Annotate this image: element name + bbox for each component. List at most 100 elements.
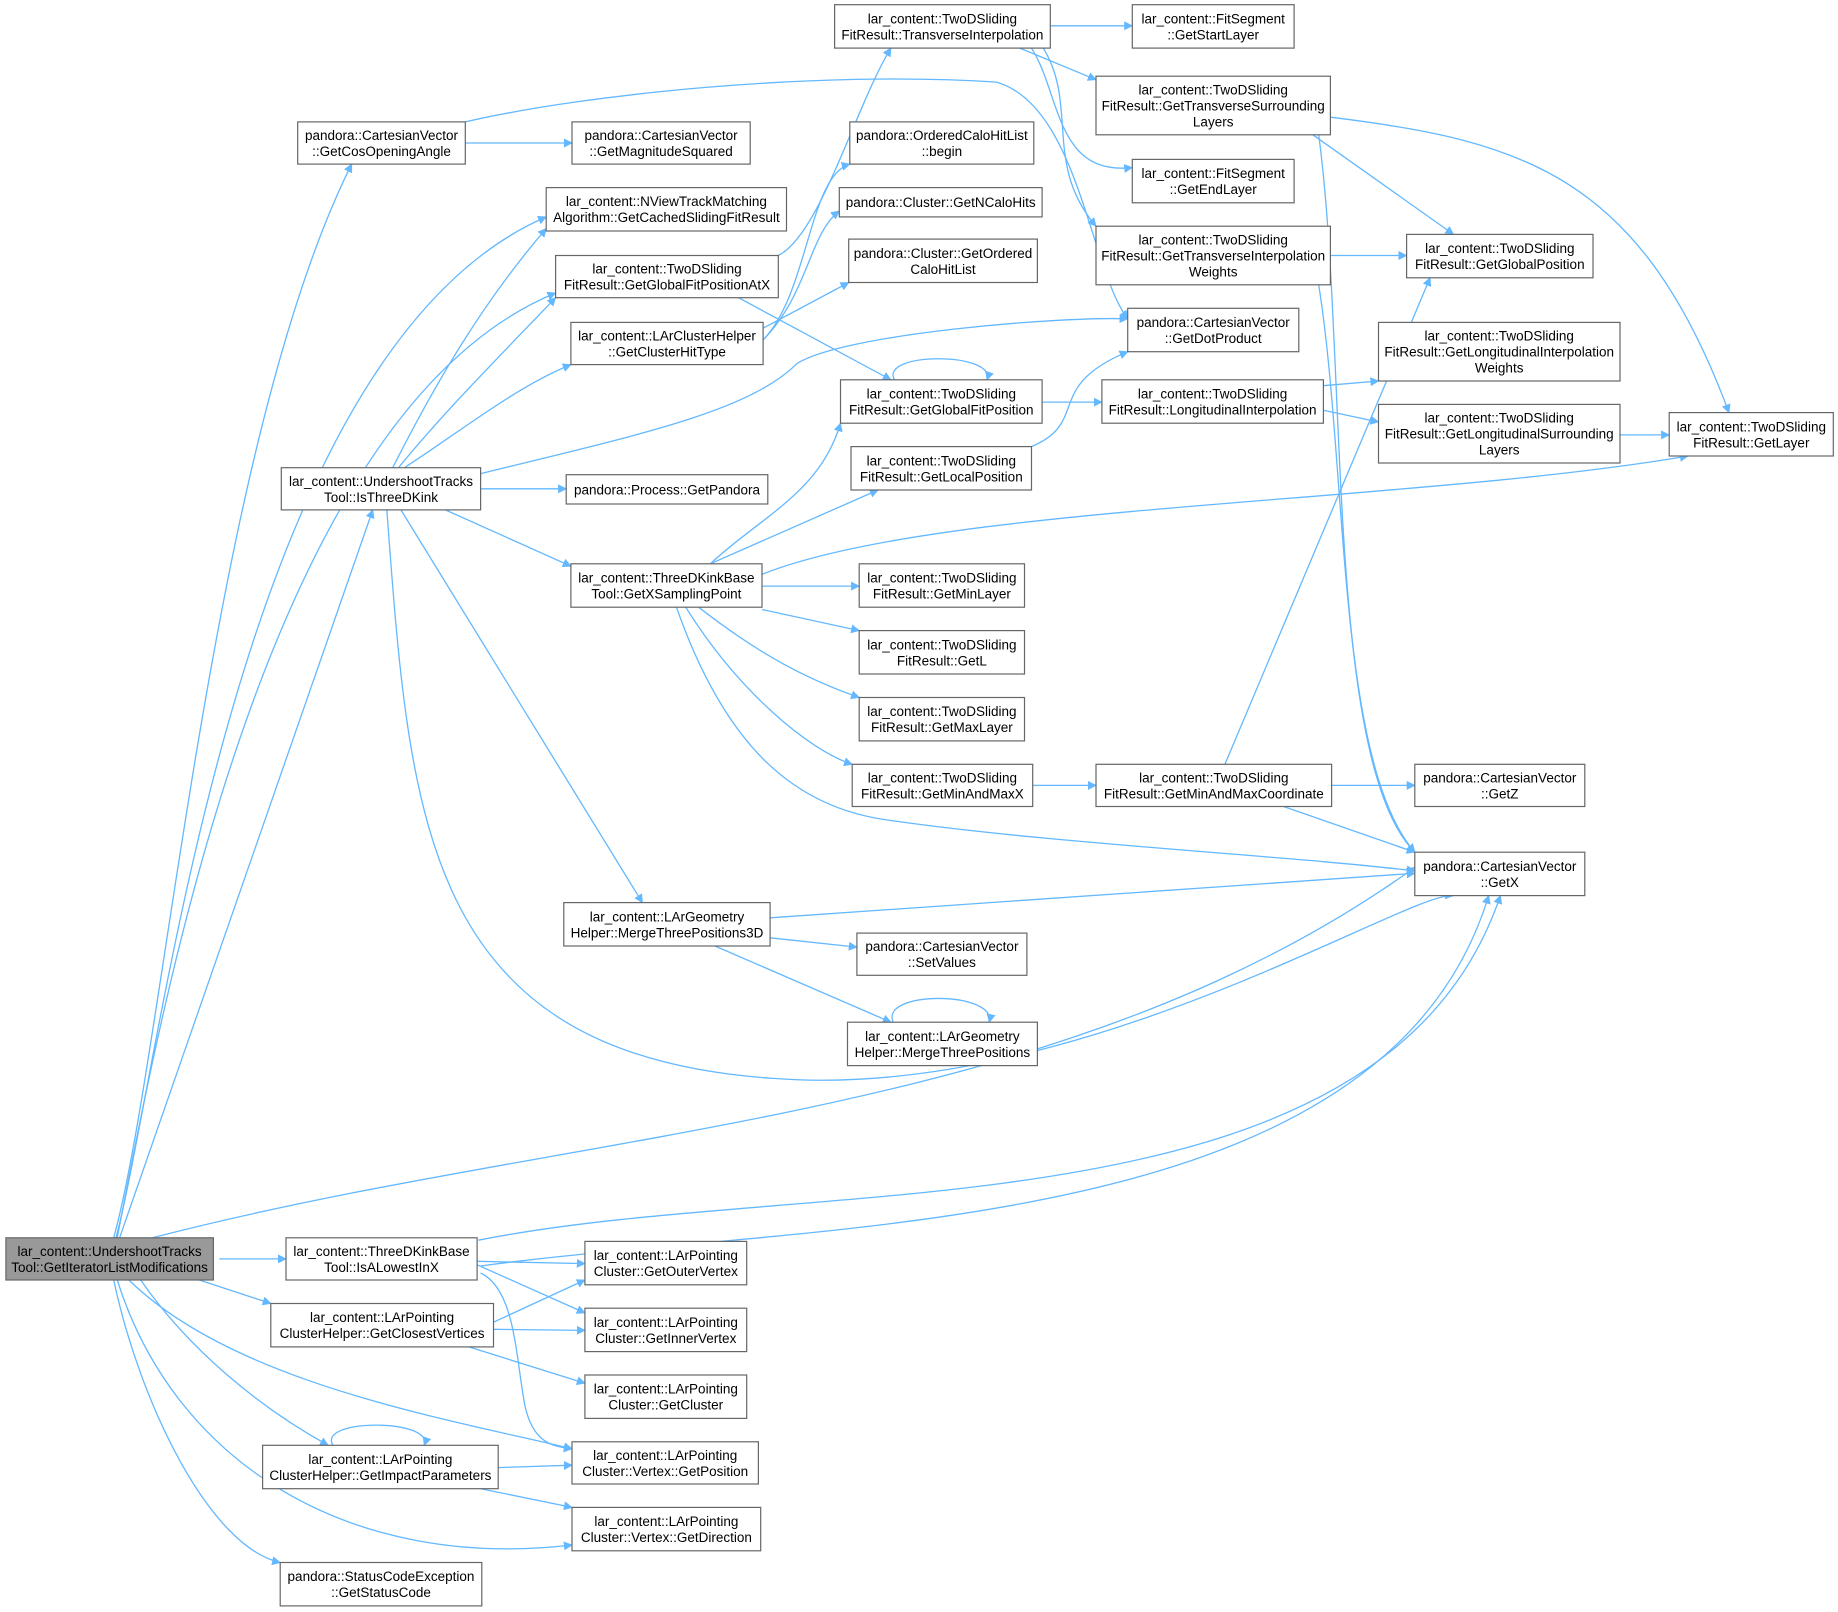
node-label: Tool::IsThreeDKink	[324, 490, 438, 505]
edge-tsl-to-getlayer	[1312, 134, 1455, 235]
edge-is3dk-to-gcht	[404, 363, 572, 469]
node-label: lar_content::TwoDSliding	[867, 704, 1016, 719]
node-label: Layers	[1479, 443, 1520, 458]
node-minmaxcoord[interactable]: lar_content::TwoDSlidingFitResult::GetMi…	[1095, 763, 1333, 808]
edge-glp-to-dotprod	[1031, 350, 1129, 448]
node-label: lar_content::TwoDSliding	[1139, 83, 1288, 98]
node-label: FitResult::GetTransverseSurrounding	[1102, 99, 1325, 114]
node-gxsp[interactable]: lar_content::ThreeDKinkBaseTool::GetXSam…	[570, 563, 763, 608]
node-box	[1405, 233, 1594, 279]
node-liw[interactable]: lar_content::TwoDSlidingFitResult::GetLo…	[1377, 321, 1621, 382]
node-box	[285, 1237, 478, 1281]
edge-transint-to-endlayer	[1030, 47, 1134, 173]
node-innerv[interactable]: lar_content::LArPointingCluster::GetInne…	[584, 1307, 748, 1353]
node-magsq[interactable]: pandora::CartesianVector::GetMagnitudeSq…	[571, 121, 751, 165]
node-gfp[interactable]: lar_content::TwoDSlidingFitResult::GetGl…	[839, 379, 1043, 424]
node-label: Cluster::GetOuterVertex	[594, 1264, 738, 1279]
node-dotprod[interactable]: pandora::CartesianVector::GetDotProduct	[1127, 307, 1300, 353]
node-label: pandora::Process::GetPandora	[574, 482, 761, 497]
node-minlayer[interactable]: lar_content::TwoDSlidingFitResult::GetMi…	[858, 563, 1026, 608]
node-box	[858, 563, 1026, 608]
edge-closestv-to-getcluster	[468, 1346, 586, 1386]
node-box	[838, 187, 1043, 218]
node-box	[1414, 851, 1586, 897]
node-box	[270, 1302, 495, 1348]
node-getx[interactable]: pandora::CartesianVector::GetX	[1414, 851, 1586, 897]
edge-gxsp-to-gfp	[709, 422, 843, 565]
node-tiw[interactable]: lar_content::TwoDSlidingFitResult::GetTr…	[1095, 225, 1331, 286]
edge-root-to-statuscode	[113, 1279, 282, 1566]
node-getlayer[interactable]: lar_content::TwoDSlidingFitResult::GetLa…	[1668, 412, 1834, 457]
node-label: lar_content::UndershootTracks	[18, 1244, 202, 1259]
edge-longint-to-lsl	[1323, 409, 1380, 425]
node-getz[interactable]: pandora::CartesianVector::GetZ	[1414, 763, 1586, 808]
node-is3dk[interactable]: lar_content::UndershootTracksTool::IsThr…	[280, 467, 482, 511]
node-layer: lar_content::UndershootTracksTool::GetIt…	[5, 4, 1834, 1607]
node-minmaxx[interactable]: lar_content::TwoDSlidingFitResult::GetMi…	[851, 763, 1034, 808]
node-glp[interactable]: lar_content::TwoDSlidingFitResult::GetLo…	[850, 446, 1033, 491]
node-label: FitResult::TransverseInterpolation	[841, 27, 1043, 42]
edge-minmaxcoord-to-getx	[1283, 805, 1416, 854]
edge-gfpax-to-transint	[778, 47, 892, 257]
node-vpos[interactable]: lar_content::LArPointingCluster::Vertex:…	[571, 1441, 759, 1485]
node-longint[interactable]: lar_content::TwoDSlidingFitResult::Longi…	[1101, 379, 1325, 424]
node-closestv[interactable]: lar_content::LArPointingClusterHelper::G…	[270, 1302, 495, 1348]
node-label: Helper::MergeThreePositions3D	[571, 925, 764, 940]
node-cosopen[interactable]: pandora::CartesianVector::GetCosOpeningA…	[297, 121, 466, 165]
node-m3p[interactable]: lar_content::LArGeometryHelper::MergeThr…	[846, 1021, 1038, 1067]
node-ochl_begin[interactable]: pandora::OrderedCaloHitList::begin	[849, 121, 1035, 165]
node-isalowest[interactable]: lar_content::ThreeDKinkBaseTool::IsALowe…	[285, 1237, 478, 1281]
node-gfpax[interactable]: lar_content::TwoDSlidingFitResult::GetGl…	[554, 254, 779, 299]
node-label: lar_content::TwoDSliding	[1677, 419, 1826, 434]
node-maxlayer[interactable]: lar_content::TwoDSlidingFitResult::GetMa…	[858, 696, 1026, 742]
node-label: ClusterHelper::GetImpactParameters	[269, 1468, 491, 1483]
node-label: Tool::GetXSamplingPoint	[591, 587, 741, 602]
node-endlayer[interactable]: lar_content::FitSegment::GetEndLayer	[1131, 158, 1295, 204]
node-label: lar_content::TwoDSliding	[867, 637, 1016, 652]
node-tsl[interactable]: lar_content::TwoDSlidingFitResult::GetTr…	[1095, 75, 1331, 136]
node-transint[interactable]: lar_content::TwoDSlidingFitResult::Trans…	[833, 4, 1051, 49]
node-setvalues[interactable]: pandora::CartesianVector::SetValues	[856, 932, 1028, 976]
node-statuscode[interactable]: pandora::StatusCodeException::GetStatusC…	[279, 1561, 483, 1607]
node-label: pandora::CartesianVector	[1423, 859, 1577, 874]
node-vdir[interactable]: lar_content::LArPointingCluster::Vertex:…	[571, 1506, 762, 1552]
node-outerv[interactable]: lar_content::LArPointingCluster::GetOute…	[584, 1240, 748, 1286]
node-label: ::GetMagnitudeSquared	[589, 144, 732, 159]
edge-root-to-getx	[478, 894, 1503, 1241]
edge-impactp-to-impactp	[330, 1424, 432, 1447]
node-getcluster[interactable]: lar_content::LArPointingCluster::GetClus…	[584, 1374, 748, 1420]
edge-root-to-cosopen	[113, 163, 353, 1238]
node-getpandora[interactable]: pandora::Process::GetPandora	[565, 474, 769, 505]
edge-tiw-to-getx	[1318, 284, 1416, 853]
node-gcht[interactable]: lar_content::LArClusterHelper::GetCluste…	[570, 321, 764, 366]
node-globalpos[interactable]: lar_content::TwoDSlidingFitResult::GetGl…	[1405, 233, 1594, 279]
node-label: ::GetStartLayer	[1167, 27, 1259, 42]
edge-gcht-to-ochl_begin	[762, 162, 851, 341]
node-box	[851, 763, 1034, 808]
node-box	[571, 1441, 759, 1485]
node-box	[1095, 225, 1331, 286]
node-nview[interactable]: lar_content::NViewTrackMatchingAlgorithm…	[545, 187, 788, 232]
edge-gfpax-to-gfp	[738, 297, 892, 381]
node-box	[850, 446, 1033, 491]
edge-gxsp-to-getx	[675, 606, 1416, 875]
edge-gfp-to-gfp	[892, 358, 994, 381]
node-lsl[interactable]: lar_content::TwoDSlidingFitResult::GetLo…	[1377, 403, 1621, 464]
node-ncalohits[interactable]: pandora::Cluster::GetNCaloHits	[838, 187, 1043, 218]
node-impactp[interactable]: lar_content::LArPointingClusterHelper::G…	[262, 1444, 499, 1490]
node-box	[1377, 321, 1621, 382]
node-startlayer[interactable]: lar_content::FitSegment::GetStartLayer	[1131, 4, 1295, 49]
node-box	[280, 467, 482, 511]
node-box	[1095, 75, 1331, 136]
edge-gcht-to-ncalohits	[762, 210, 841, 341]
node-label: FitResult::GetMinAndMaxX	[861, 786, 1024, 801]
edge-gxsp-to-getlayer	[761, 452, 1689, 576]
node-m3p3d[interactable]: lar_content::LArGeometryHelper::MergeThr…	[563, 901, 771, 947]
node-label: lar_content::LArPointing	[594, 1315, 738, 1330]
node-root[interactable]: lar_content::UndershootTracksTool::GetIt…	[5, 1237, 215, 1281]
node-label: ::GetEndLayer	[1170, 182, 1258, 197]
edge-root-to-gfpax	[116, 291, 557, 1238]
